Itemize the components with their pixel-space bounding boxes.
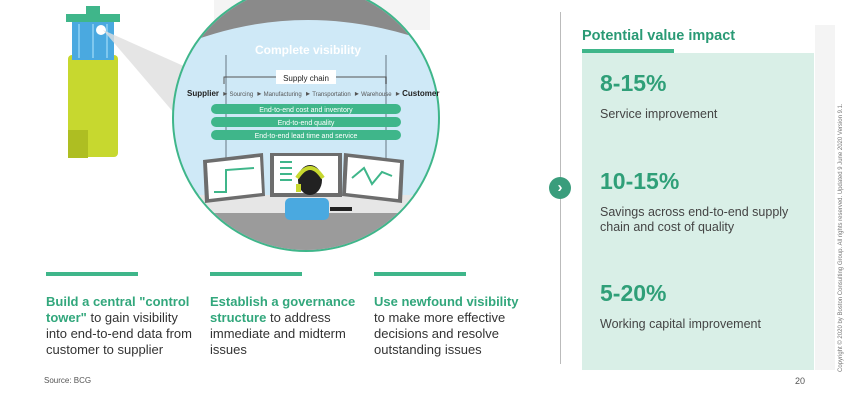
chain-stage: Transportation (312, 92, 350, 98)
svg-text:Supplier ▸ Sourcing: Supplier ▸ Sourcing ▸ Manufacturing ▸ Tr… (187, 89, 439, 98)
step-highlight: Use newfound visibility (374, 294, 519, 309)
chevron-right-icon: › (549, 177, 571, 199)
metric-label: Savings across end-to-end supply chain a… (600, 205, 789, 234)
supply-chain-label: Supply chain (283, 74, 329, 83)
chain-end: Customer (402, 89, 439, 98)
chain-stage: Manufacturing (264, 92, 302, 98)
page-number: 20 (795, 376, 806, 386)
kpi-bar (211, 104, 401, 114)
chain-stage: Sourcing (230, 92, 254, 98)
metric-value: 8-15% (600, 70, 667, 96)
step-rest: to make more effective decisions and res… (374, 310, 506, 357)
metric-label: Service improvement (600, 107, 718, 121)
step-rest: to gain visibility into end-to-end data … (46, 310, 192, 357)
step-highlight: Build a central "control tower" (46, 294, 190, 325)
value-title-underline (582, 49, 674, 53)
step-accent-line (46, 272, 138, 276)
kpi-bar (211, 130, 401, 140)
source-note: Source: BCG (44, 376, 92, 385)
step-text: Establish a governance structure to addr… (210, 294, 360, 358)
kpi-bar-label: End-to-end lead time and service (255, 133, 358, 140)
control-tower-illustration: Complete visibility Supply chain Supplie… (66, 0, 440, 252)
metric-savings: 10-15% Savings across end-to-end supply … (600, 168, 800, 235)
monitor-right-icon (342, 153, 404, 203)
kpi-bar (211, 117, 401, 127)
step-accent-line (374, 272, 466, 276)
metric-service: 8-15% Service improvement (600, 70, 800, 122)
step-text: Build a central "control tower" to gain … (46, 294, 196, 358)
kpi-bar-label: End-to-end quality (278, 120, 335, 127)
copyright-note: Copyright © 2020 by Boston Consulting Gr… (838, 103, 844, 372)
step-control-tower: Build a central "control tower" to gain … (46, 272, 196, 358)
step-highlight: Establish a governance structure (210, 294, 356, 325)
step-text: Use newfound visibility to make more eff… (374, 294, 524, 358)
value-panel-title: Potential value impact (582, 28, 736, 44)
metric-value: 5-20% (600, 280, 667, 306)
value-panel (582, 53, 814, 370)
monitor-left-icon (203, 153, 265, 203)
metric-value: 10-15% (600, 168, 680, 194)
kpi-bar-label: End-to-end cost and inventory (259, 107, 353, 114)
step-visibility: Use newfound visibility to make more eff… (374, 272, 524, 358)
visibility-banner: Complete visibility (255, 43, 361, 57)
step-rest: to address immediate and midterm issues (210, 310, 346, 357)
step-governance: Establish a governance structure to addr… (210, 272, 360, 358)
step-accent-line (210, 272, 302, 276)
operator-icon (285, 165, 352, 220)
control-tower-icon (66, 6, 120, 158)
metric-working-capital: 5-20% Working capital improvement (600, 280, 800, 332)
metric-label: Working capital improvement (600, 317, 761, 331)
chain-stage: Warehouse (361, 92, 392, 98)
chain-start: Supplier (187, 89, 219, 98)
side-strip (815, 25, 835, 370)
